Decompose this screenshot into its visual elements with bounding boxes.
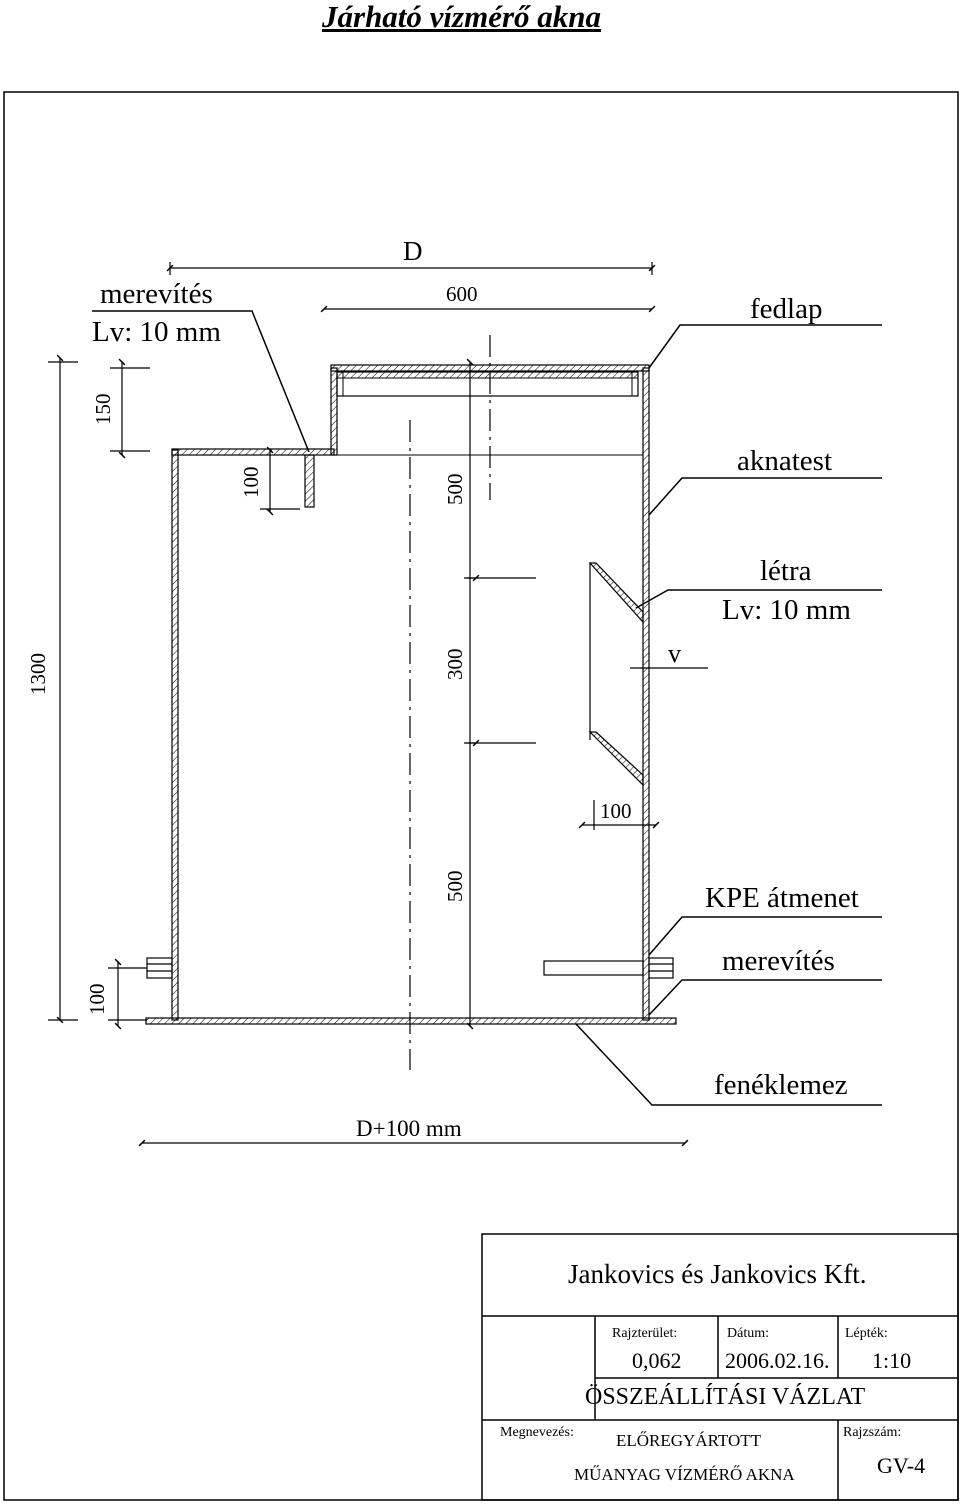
label-cover: fedlap: [750, 293, 822, 325]
shaft-body: [171, 364, 650, 1021]
tb-area-value: 0,062: [632, 1348, 682, 1373]
tb-drawing-type: ÖSSZEÁLLÍTÁSI VÁZLAT: [585, 1384, 866, 1410]
leader-lines: [92, 310, 882, 1106]
dim-100-ladder: 100: [600, 799, 632, 823]
dim-500-upper: 500: [443, 474, 467, 506]
dim-600: 600: [446, 282, 478, 306]
label-body: aknatest: [737, 445, 832, 477]
tb-number-label: Rajzszám:: [843, 1425, 901, 1440]
tb-name-line1: ELŐREGYÁRTOTT: [616, 1431, 762, 1450]
dim-v: v: [668, 639, 681, 668]
label-kpe: KPE átmenet: [705, 882, 859, 914]
label-stiffener-top-thickness: Lv: 10 mm: [92, 316, 221, 348]
label-bottom-plate: fenéklemez: [714, 1069, 848, 1101]
dim-100-top: 100: [239, 467, 263, 499]
bottom-plate: [145, 1017, 677, 1025]
tb-scale-label: Lépték:: [845, 1326, 888, 1341]
tb-name-line2: MŰANYAG VÍZMÉRŐ AKNA: [574, 1465, 795, 1484]
label-stiffener-bottom: merevítés: [722, 945, 835, 977]
dim-100-bottom: 100: [85, 984, 109, 1016]
dim-base-width: D+100 mm: [356, 1116, 462, 1141]
tb-number-value: GV-4: [877, 1453, 925, 1478]
tb-date-value: 2006.02.16.: [725, 1348, 830, 1373]
label-ladder: létra: [760, 555, 812, 587]
label-stiffener-top: merevítés: [100, 278, 213, 310]
label-ladder-thickness: Lv: 10 mm: [722, 594, 851, 626]
tb-date-label: Dátum:: [727, 1326, 769, 1341]
drawing-frame: [3, 91, 959, 1501]
tb-company: Jankovics és Jankovics Kft.: [568, 1259, 866, 1289]
dim-150: 150: [91, 394, 115, 426]
tb-name-label: Megnevezés:: [500, 1425, 574, 1440]
dim-500-lower: 500: [443, 871, 467, 903]
ladder: [588, 562, 644, 787]
tb-scale-value: 1:10: [872, 1348, 911, 1373]
page-title: Járható vízmérő akna: [322, 0, 602, 34]
tb-area-label: Rajzterület:: [612, 1326, 677, 1341]
dim-300: 300: [443, 649, 467, 681]
title-block: [481, 1233, 959, 1501]
dim-d: D: [403, 236, 423, 266]
dim-1300: 1300: [26, 653, 50, 695]
